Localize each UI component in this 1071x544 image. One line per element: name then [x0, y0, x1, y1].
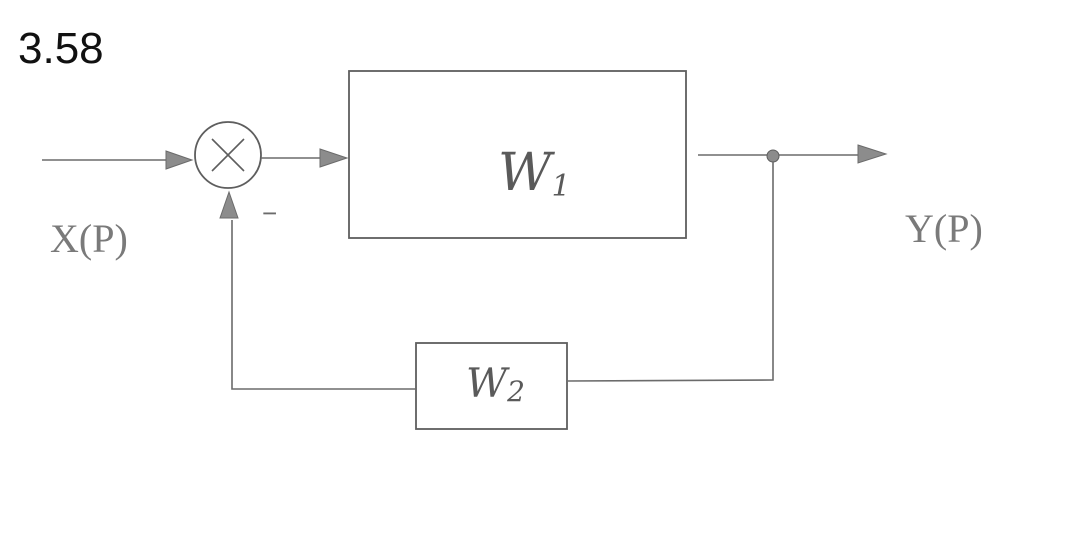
input-arrowhead [165, 150, 194, 170]
feedback-arrowhead [219, 190, 239, 219]
forward-block-w1 [348, 70, 687, 239]
summing-junction-cross [211, 138, 245, 172]
feedback-line-right [567, 162, 774, 382]
feedback-sign-label: − [262, 198, 277, 228]
input-signal-label: X(P) [50, 216, 128, 261]
feedback-block-w2 [415, 342, 568, 430]
output-arrowhead [857, 144, 888, 164]
feedback-block-label: W2 [466, 361, 525, 408]
output-signal-label: Y(P) [905, 206, 983, 251]
takeoff-point [766, 149, 780, 163]
problem-number: 3.58 [18, 24, 104, 73]
feedback-line-left [231, 220, 416, 390]
summing-junction [194, 121, 262, 189]
w1-input-arrowhead [319, 148, 349, 168]
forward-block-label: W1 [498, 143, 571, 204]
